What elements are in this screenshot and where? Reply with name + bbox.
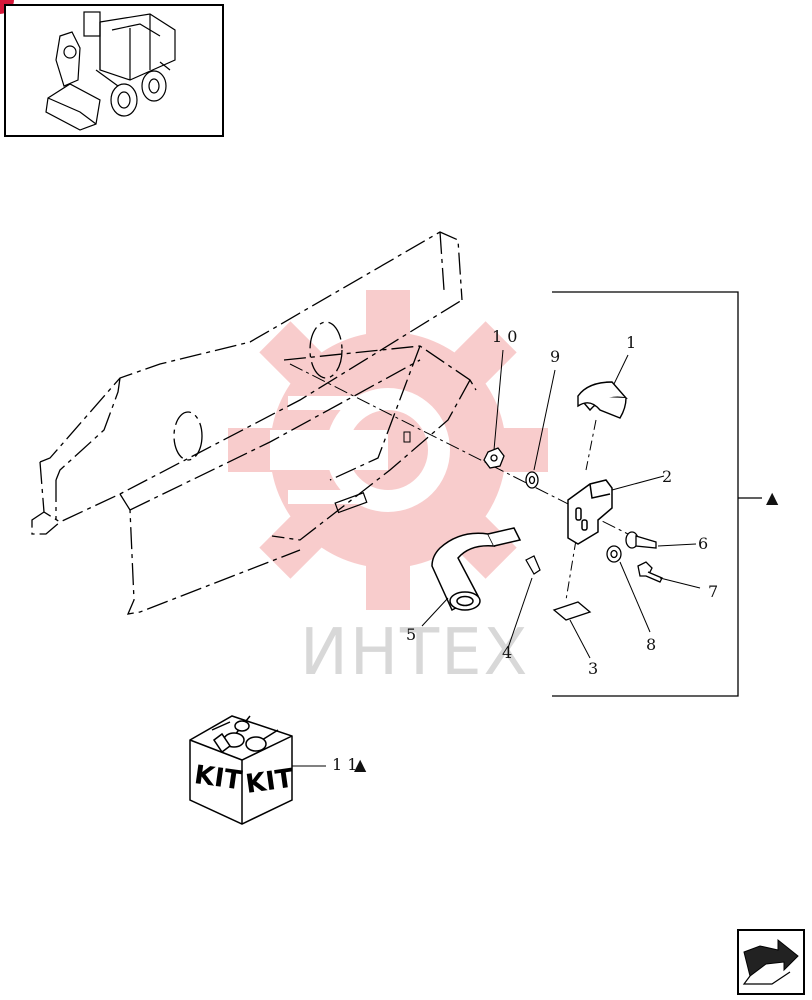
callout-11[interactable]: 1 1 [332, 755, 357, 774]
callout-8[interactable]: 8 [646, 635, 656, 654]
callout-3[interactable]: 3 [588, 659, 598, 678]
part-1-sleeve[interactable] [577, 381, 628, 419]
watermark-text: ИНТЕХ [300, 616, 529, 690]
callout-4[interactable]: 4 [502, 643, 512, 662]
kit-label-left: KIT [192, 760, 244, 796]
callout-9[interactable]: 9 [550, 347, 560, 366]
next-page-arrow-icon[interactable] [737, 929, 805, 995]
callout-1[interactable]: 1 [626, 333, 636, 352]
callout-5[interactable]: 5 [406, 625, 416, 644]
part-9-washer[interactable] [525, 471, 539, 489]
skid-steer-loader-icon [45, 11, 176, 131]
part-4-pin[interactable] [525, 555, 541, 575]
watermark-gear-logo [228, 290, 548, 610]
part-8-washer[interactable] [606, 545, 622, 563]
part-2-bracket[interactable] [567, 479, 613, 545]
part-6-bolt[interactable] [625, 531, 657, 549]
callout-10[interactable]: 1 0 [492, 327, 517, 346]
frame-slot [334, 492, 368, 514]
assembly-axis [289, 363, 641, 541]
kit-triangle-marker-11: ▲ [354, 755, 367, 774]
kit-label-right: KIT [244, 764, 296, 800]
machine-thumbnail[interactable] [4, 4, 224, 137]
leader-lines [421, 349, 701, 659]
kit-box[interactable]: KIT KIT [189, 715, 296, 825]
part-3-pad[interactable] [552, 601, 592, 621]
callout-7[interactable]: 7 [708, 582, 718, 601]
callout-2[interactable]: 2 [662, 467, 672, 486]
part-5-pipe[interactable] [431, 527, 522, 612]
assembly-axis-vertical [565, 419, 597, 601]
callout-6[interactable]: 6 [698, 534, 708, 553]
kit-triangle-marker: ▲ [766, 488, 779, 507]
chassis-frame-outline [31, 231, 477, 615]
kit-group-bracket [552, 291, 739, 697]
frame-hole [403, 431, 411, 443]
part-10-nut[interactable] [483, 447, 505, 469]
part-7-screw[interactable] [637, 561, 663, 583]
